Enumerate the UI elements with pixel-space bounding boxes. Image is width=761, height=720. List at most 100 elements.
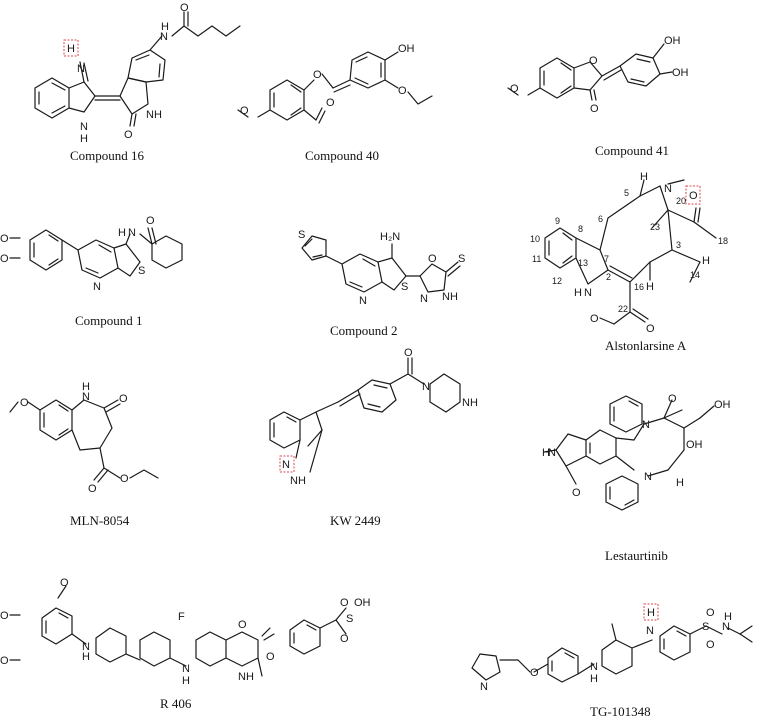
structure-mln-8054: O N H O O O MLN-8054	[9, 381, 159, 528]
atom-label: O	[428, 253, 437, 265]
structure-compound-41: O O O OH OH Compound 41	[507, 35, 689, 158]
structure-compound-40: O O O OH O Compound 40	[237, 43, 433, 163]
atom-label: O	[124, 129, 133, 141]
atom-number: 22	[618, 304, 628, 314]
atom-label: N	[642, 419, 650, 431]
atom-label: H	[161, 21, 169, 33]
atom-label: O	[706, 607, 715, 619]
atom-number: 23	[650, 222, 660, 232]
atom-number: 13	[578, 258, 588, 268]
structure-compound-2: S N S H₂N O S N NH Compound 2	[298, 229, 465, 338]
atom-label: OH	[398, 43, 415, 55]
atom-label: S	[401, 281, 408, 293]
caption-alstonlarsine-a: Alstonlarsine A	[605, 338, 687, 353]
atom-label: O	[266, 651, 275, 663]
atom-label: N	[480, 681, 488, 693]
structure-alstonlarsine-a: O N H N H H H O O 5 20 6 23 9 8 3 10 7 1…	[530, 171, 728, 353]
atom-label: OH	[714, 399, 731, 411]
atom-label: H	[542, 447, 550, 459]
structure-compound-16: H N N H O NH N H O Compound 16	[34, 2, 241, 163]
atom-label: OH	[672, 67, 689, 79]
atom-label: O	[313, 69, 322, 81]
structure-r-406: O O O N H F N H O NH O O S OH O R 406	[0, 577, 371, 711]
atom-label: NH	[442, 291, 458, 303]
atom-number: 2	[606, 272, 611, 282]
atom-label: NH	[290, 475, 306, 487]
highlight-box-oxygen	[685, 185, 701, 205]
atom-label: O	[398, 85, 407, 97]
caption-compound-2: Compound 2	[330, 323, 398, 338]
atom-label: N	[420, 293, 428, 305]
atom-label: N	[93, 281, 101, 293]
atom-label: O	[120, 473, 129, 485]
atom-label: O	[0, 253, 9, 265]
structure-tg-101348: H N N O N H O S O N H TG-101348	[471, 603, 753, 719]
atom-label: N	[664, 183, 672, 195]
atom-label: OH	[686, 439, 703, 451]
atom-label: O	[0, 655, 9, 667]
atom-label: H	[574, 287, 582, 299]
atom-label: N	[590, 661, 598, 673]
atom-label: H	[82, 651, 90, 663]
atom-label: N	[80, 121, 88, 133]
caption-tg-101348: TG-101348	[590, 704, 651, 719]
caption-compound-16: Compound 16	[70, 148, 145, 163]
atom-label: O	[326, 97, 335, 109]
atom-label: N	[722, 621, 730, 633]
caption-lestaurtinib: Lestaurtinib	[605, 548, 668, 563]
atom-number: 10	[530, 234, 540, 244]
atom-label: N	[646, 625, 654, 637]
atom-label: NH	[462, 397, 478, 409]
atom-label: O	[240, 105, 249, 117]
caption-r-406: R 406	[160, 696, 192, 711]
atom-label: O	[689, 190, 698, 202]
atom-label: O	[0, 233, 9, 245]
caption-kw-2449: KW 2449	[330, 513, 381, 528]
atom-label: OH	[664, 35, 681, 47]
atom-number: 3	[676, 240, 681, 250]
atom-label: S	[702, 621, 709, 633]
atom-label: O	[180, 2, 189, 14]
atom-label: N	[160, 31, 168, 43]
atom-label: N	[128, 227, 136, 239]
atom-label: H	[118, 227, 126, 239]
atom-label: N	[584, 287, 592, 299]
atom-label: H	[676, 477, 684, 489]
structure-lestaurtinib: H N O N O N H OH OH Lestaurtinib	[542, 393, 731, 563]
caption-compound-41: Compound 41	[595, 143, 669, 158]
atom-label: O	[589, 55, 598, 67]
caption-compound-1: Compound 1	[75, 313, 143, 328]
atom-number: 11	[532, 254, 541, 264]
atom-number: 16	[634, 282, 644, 292]
caption-mln-8054: MLN-8054	[70, 513, 130, 528]
atom-label: H	[80, 133, 88, 145]
atom-label: N	[82, 391, 90, 403]
atom-label: H	[646, 281, 654, 293]
atom-label: O	[510, 83, 519, 95]
atom-label: N	[182, 663, 190, 675]
atom-number: 18	[718, 236, 728, 246]
atom-label: H	[647, 607, 655, 619]
atom-label: S	[458, 253, 465, 265]
atom-label: NH	[146, 109, 162, 121]
atom-label: O	[238, 619, 247, 631]
atom-label: O	[706, 639, 715, 651]
atom-label: O	[530, 667, 539, 679]
atom-label: O	[119, 393, 128, 405]
atom-label: N	[548, 447, 556, 459]
atom-label: O	[668, 393, 677, 405]
atom-label: O	[572, 487, 581, 499]
atom-label: N	[644, 471, 652, 483]
atom-label: H₂N	[380, 231, 400, 243]
caption-compound-40: Compound 40	[305, 148, 379, 163]
atom-label: O	[646, 323, 655, 335]
atom-number: 5	[624, 188, 629, 198]
atom-label: O	[0, 610, 9, 622]
atom-label: H	[702, 255, 710, 267]
atom-number: 7	[604, 254, 609, 264]
atom-label: N	[77, 63, 85, 75]
atom-number: 6	[598, 214, 603, 224]
atom-label: N	[82, 641, 90, 653]
atom-label: F	[178, 611, 185, 623]
atom-label: OH	[354, 597, 371, 609]
